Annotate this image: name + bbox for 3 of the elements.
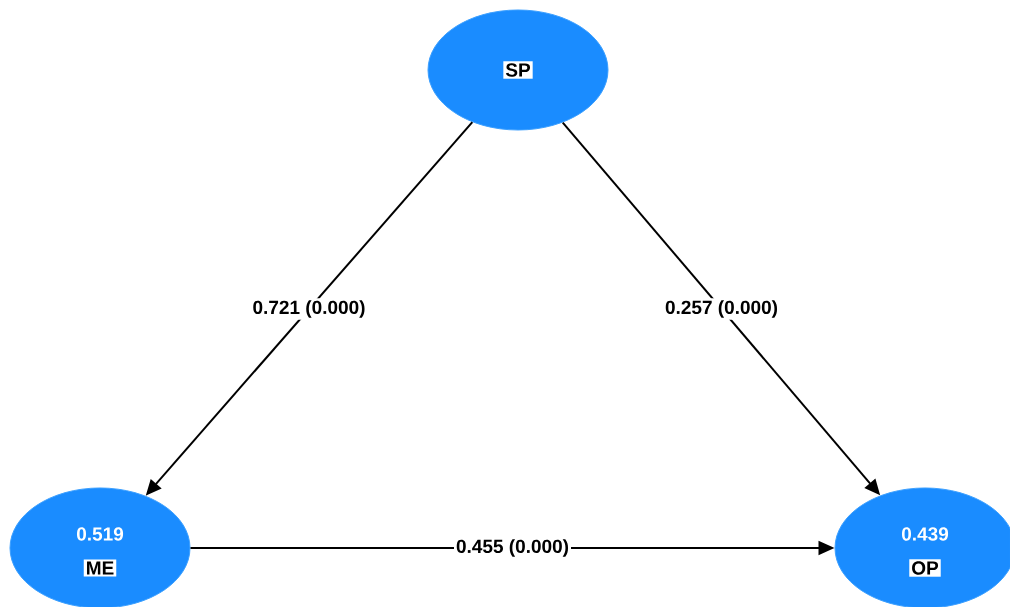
edge-label: 0.455 (0.000) xyxy=(456,539,569,557)
edge-label: 0.257 (0.000) xyxy=(665,300,778,318)
edge-label: 0.721 (0.000) xyxy=(253,300,365,318)
